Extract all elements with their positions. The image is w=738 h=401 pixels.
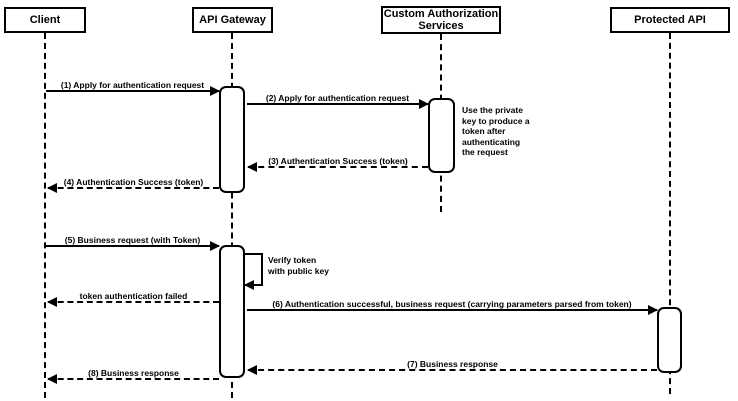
participant-label: Client bbox=[29, 14, 61, 26]
message-label: (7) Business response bbox=[407, 359, 498, 369]
message-line bbox=[48, 378, 219, 380]
message-line bbox=[247, 103, 428, 105]
self-message-verify-token bbox=[244, 253, 263, 290]
arrowhead-left-icon bbox=[247, 365, 257, 375]
activation-protected-api bbox=[657, 307, 682, 373]
message-line bbox=[248, 166, 428, 168]
message-label: (2) Apply for authentication request bbox=[265, 93, 410, 103]
note-private-key: Use the private key to produce a token a… bbox=[462, 105, 530, 157]
lifeline-client bbox=[44, 33, 46, 398]
message-line bbox=[48, 187, 219, 189]
participant-label: Protected API bbox=[634, 14, 706, 26]
arrowhead-right-icon bbox=[648, 305, 658, 315]
activation-custom-authorization-services bbox=[428, 98, 455, 173]
message-label: (3) Authentication Success (token) bbox=[268, 156, 408, 166]
arrowhead-left-icon bbox=[47, 297, 57, 307]
message-label: (6) Authentication successful, business … bbox=[272, 299, 632, 309]
message-label: (4) Authentication Success (token) bbox=[63, 177, 204, 187]
arrowhead-left-icon bbox=[244, 280, 254, 290]
arrowhead-right-icon bbox=[419, 99, 429, 109]
arrowhead-left-icon bbox=[47, 374, 57, 384]
participant-label: API Gateway bbox=[199, 14, 266, 26]
message-line bbox=[48, 301, 219, 303]
arrowhead-right-icon bbox=[210, 86, 220, 96]
lifeline-api-gateway bbox=[231, 33, 233, 398]
self-message-label: Verify token with public key bbox=[268, 255, 329, 276]
activation-api-gateway-1 bbox=[219, 86, 245, 193]
message-line bbox=[247, 309, 657, 311]
message-label: (5) Business request (with Token) bbox=[64, 235, 201, 245]
arrowhead-right-icon bbox=[210, 241, 220, 251]
participant-label: Custom Authorization Services bbox=[383, 8, 499, 32]
message-label: (1) Apply for authentication request bbox=[60, 80, 205, 90]
participant-client: Client bbox=[4, 7, 86, 33]
message-line bbox=[46, 245, 219, 247]
lifeline-protected-api bbox=[669, 33, 671, 394]
arrowhead-left-icon bbox=[47, 183, 57, 193]
message-label: token authentication failed bbox=[79, 291, 188, 301]
participant-api-gateway: API Gateway bbox=[192, 7, 273, 33]
activation-api-gateway-2 bbox=[219, 245, 245, 378]
message-line bbox=[248, 369, 657, 371]
arrowhead-left-icon bbox=[247, 162, 257, 172]
message-line bbox=[46, 90, 219, 92]
participant-protected-api: Protected API bbox=[610, 7, 730, 33]
message-label: (8) Business response bbox=[88, 368, 179, 378]
participant-custom-authorization-services: Custom Authorization Services bbox=[381, 6, 501, 34]
